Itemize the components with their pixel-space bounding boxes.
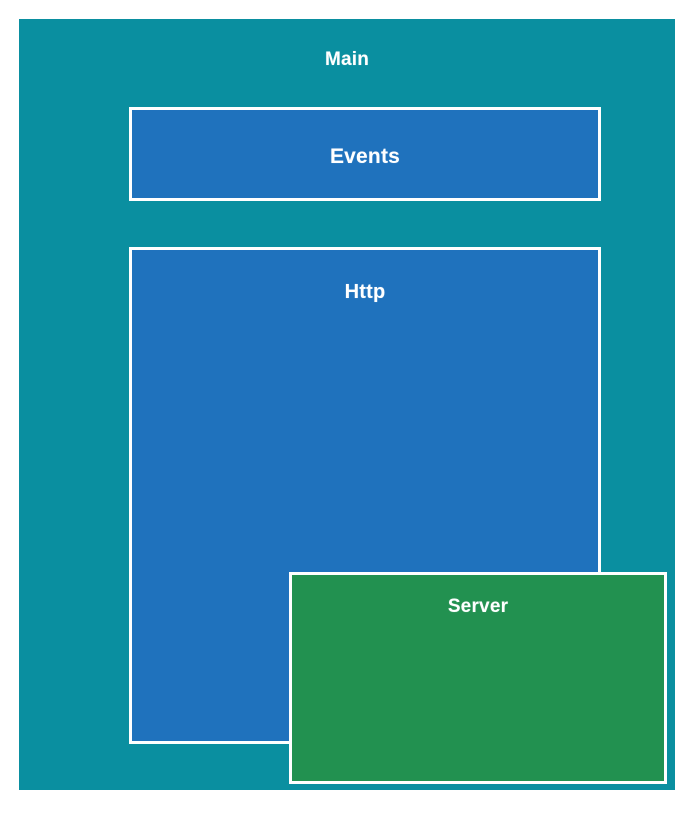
block-events-label: Events [329, 145, 401, 168]
block-main-label: Main [324, 49, 370, 70]
block-main: Main Events Http Server Location Locatio… [17, 17, 677, 792]
block-server-1: Server Location Location [289, 572, 667, 784]
block-server-1-label: Server [447, 596, 509, 617]
block-events: Events [129, 107, 601, 201]
block-http: Http Server Location Location Server [129, 247, 667, 784]
block-http-label: Http [344, 281, 386, 303]
